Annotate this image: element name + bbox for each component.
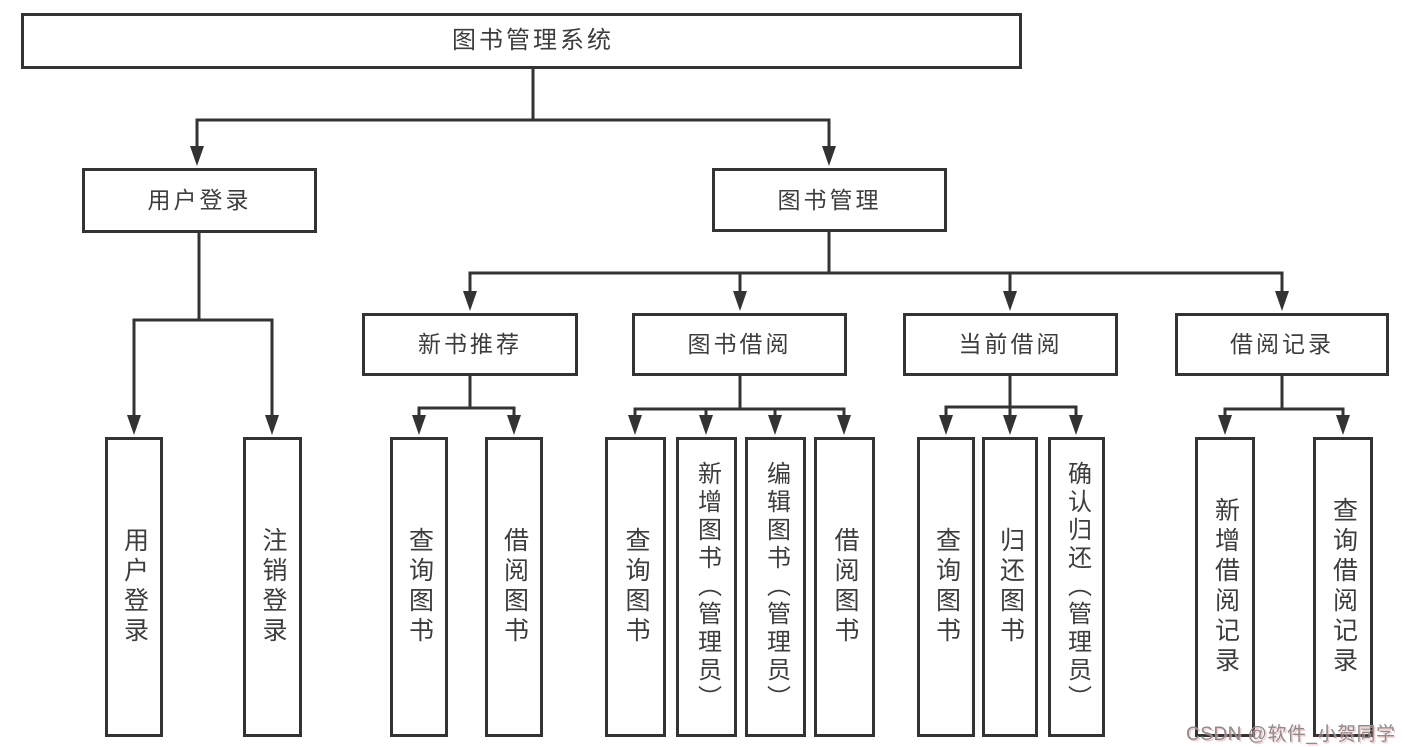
node-book-borrow: 图书借阅 xyxy=(632,313,847,376)
leaf-user-login: 用户登录 xyxy=(105,437,163,737)
node-borrow-records: 借阅记录 xyxy=(1175,313,1389,376)
leaf-query-books-current-label: 查询图书 xyxy=(932,527,961,647)
leaf-confirm-return-admin: 确认归还（管理员） xyxy=(1048,437,1105,737)
leaf-edit-books-admin-label: 编辑图书（管理员） xyxy=(762,461,790,713)
node-user-login-label: 用户登录 xyxy=(147,187,252,213)
leaf-borrow-books-borrow-label: 借阅图书 xyxy=(831,527,859,647)
node-root: 图书管理系统 xyxy=(21,13,1022,69)
leaf-add-borrow-record: 新增借阅记录 xyxy=(1195,437,1255,737)
node-book-borrow-label: 图书借阅 xyxy=(687,331,792,357)
node-new-book-recommend-label: 新书推荐 xyxy=(418,331,522,357)
leaf-borrow-books-recommend-label: 借阅图书 xyxy=(500,527,529,647)
leaf-query-books-borrow: 查询图书 xyxy=(605,437,666,737)
node-root-label: 图书管理系统 xyxy=(452,27,614,54)
node-user-login: 用户登录 xyxy=(82,168,317,233)
leaf-return-books-label: 归还图书 xyxy=(996,527,1025,647)
leaf-query-books-recommend-label: 查询图书 xyxy=(405,527,434,647)
leaf-add-books-admin: 新增图书（管理员） xyxy=(676,437,737,737)
leaf-add-books-admin-label: 新增图书（管理员） xyxy=(693,461,721,713)
leaf-borrow-books-recommend: 借阅图书 xyxy=(485,437,543,737)
leaf-query-books-recommend: 查询图书 xyxy=(390,437,448,737)
watermark: CSDN @软件_小贺同学 xyxy=(1186,724,1396,745)
leaf-query-borrow-record-label: 查询借阅记录 xyxy=(1329,497,1358,677)
node-borrow-records-label: 借阅记录 xyxy=(1230,331,1334,357)
node-book-management: 图书管理 xyxy=(712,168,947,232)
leaf-user-login-label: 用户登录 xyxy=(120,527,149,647)
node-current-borrow-label: 当前借阅 xyxy=(958,331,1063,357)
leaf-return-books: 归还图书 xyxy=(982,437,1038,737)
leaf-logout-label: 注销登录 xyxy=(259,527,287,647)
node-book-management-label: 图书管理 xyxy=(777,186,882,213)
leaf-logout: 注销登录 xyxy=(243,437,302,737)
leaf-query-books-borrow-label: 查询图书 xyxy=(622,527,650,647)
leaf-query-borrow-record: 查询借阅记录 xyxy=(1313,437,1373,737)
leaf-confirm-return-admin-label: 确认归还（管理员） xyxy=(1063,461,1091,713)
leaf-borrow-books-borrow: 借阅图书 xyxy=(814,437,875,737)
leaf-add-borrow-record-label: 新增借阅记录 xyxy=(1211,497,1240,677)
leaf-query-books-current: 查询图书 xyxy=(917,437,975,737)
node-current-borrow: 当前借阅 xyxy=(903,313,1118,376)
node-new-book-recommend: 新书推荐 xyxy=(362,313,578,376)
leaf-edit-books-admin: 编辑图书（管理员） xyxy=(745,437,806,737)
